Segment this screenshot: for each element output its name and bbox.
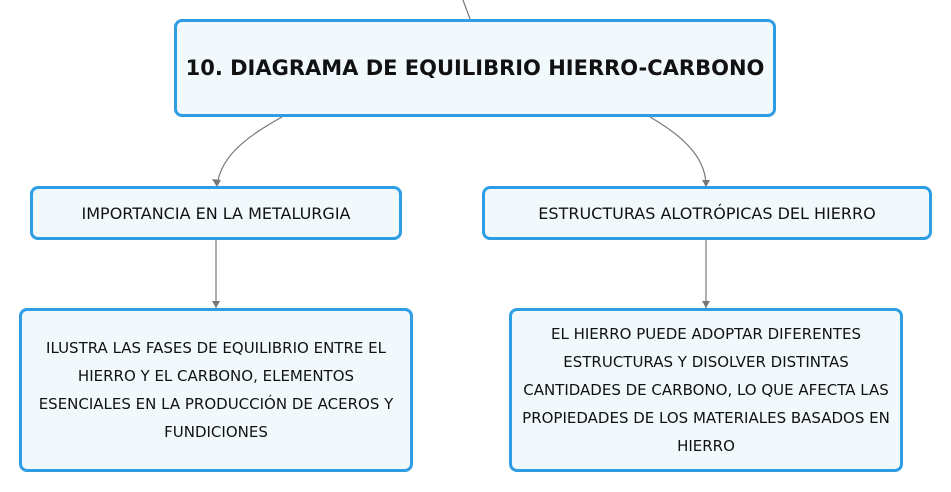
arrowhead-right xyxy=(702,180,710,187)
detail-text-metalurgia: ILUSTRA LAS FASES DE EQUILIBRIO ENTRE EL… xyxy=(38,339,394,441)
subtopic-label-metalurgia: IMPORTANCIA EN LA METALURGIA xyxy=(81,203,351,223)
root-topic-node[interactable]: 10. DIAGRAMA DE EQUILIBRIO HIERRO-CARBON… xyxy=(174,19,776,117)
arrowhead-left xyxy=(212,179,221,187)
detail-node-estructuras[interactable]: EL HIERRO PUEDE ADOPTAR DIFERENTES ESTRU… xyxy=(509,308,903,472)
connector-root-to-left xyxy=(216,116,283,187)
connector-incoming-root xyxy=(462,0,471,20)
root-topic-label: 10. DIAGRAMA DE EQUILIBRIO HIERRO-CARBON… xyxy=(185,56,765,80)
arrowhead-left-detail xyxy=(212,301,220,308)
connector-root-to-right xyxy=(649,116,707,187)
subtopic-node-estructuras[interactable]: ESTRUCTURAS ALOTRÓPICAS DEL HIERRO xyxy=(482,186,932,240)
detail-node-metalurgia[interactable]: ILUSTRA LAS FASES DE EQUILIBRIO ENTRE EL… xyxy=(19,308,413,472)
subtopic-label-estructuras: ESTRUCTURAS ALOTRÓPICAS DEL HIERRO xyxy=(538,203,876,223)
subtopic-node-metalurgia[interactable]: IMPORTANCIA EN LA METALURGIA xyxy=(30,186,402,240)
arrowhead-right-detail xyxy=(702,301,710,308)
detail-text-estructuras: EL HIERRO PUEDE ADOPTAR DIFERENTES ESTRU… xyxy=(522,325,890,455)
